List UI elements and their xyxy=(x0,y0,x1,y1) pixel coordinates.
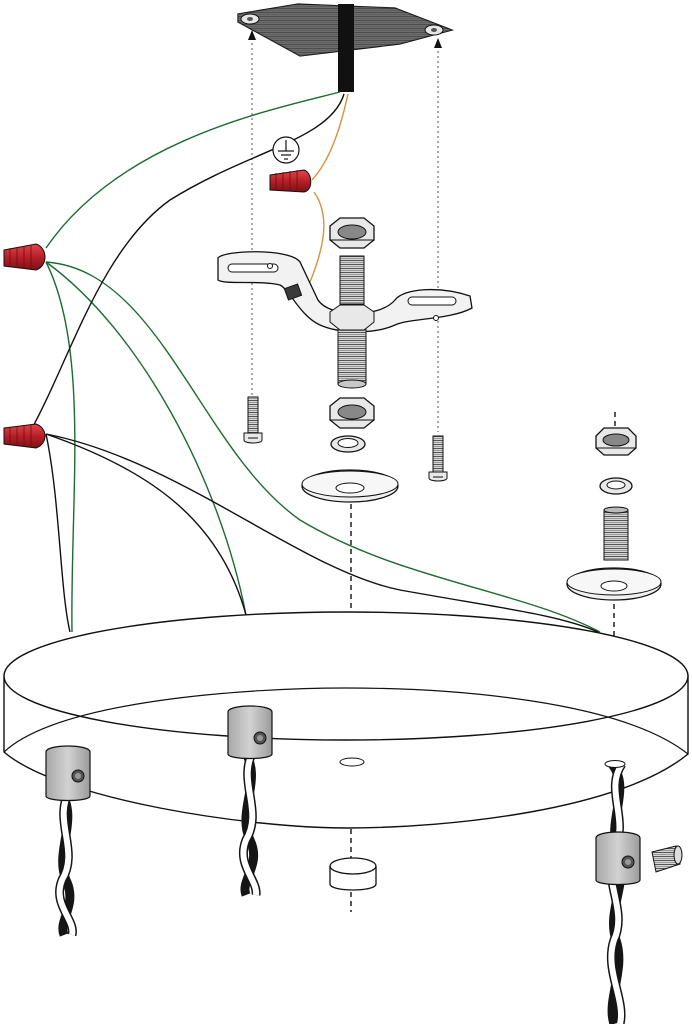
washer-icon xyxy=(599,477,633,495)
mounting-screw-guides xyxy=(248,30,442,432)
pendant-cord xyxy=(604,760,626,1024)
hex-nut-icon xyxy=(329,217,375,249)
canopy xyxy=(3,611,689,829)
pendant-cord xyxy=(238,747,261,897)
threaded-rod-icon xyxy=(329,255,375,389)
wire-nut-icon xyxy=(269,169,312,193)
ground-symbol-icon xyxy=(272,136,300,164)
screw-icon xyxy=(243,396,263,444)
cord-grip-icon xyxy=(595,831,641,886)
set-screw-icon xyxy=(651,845,683,873)
junction-box-plate xyxy=(237,3,455,92)
hex-nut-icon xyxy=(595,427,637,456)
cord-grip-icon xyxy=(45,745,91,802)
wire-nut-icon xyxy=(3,243,46,271)
washer-icon xyxy=(330,435,366,453)
crossbar-bracket xyxy=(217,251,473,333)
screw-icon xyxy=(428,435,448,482)
wire-nut-icon xyxy=(3,423,46,449)
hex-nut-icon xyxy=(329,397,375,429)
cord-grip-icon xyxy=(227,705,273,760)
threaded-rod-icon xyxy=(603,506,629,561)
washer-icon xyxy=(566,567,662,601)
center-cap xyxy=(329,857,377,891)
pendant-cord xyxy=(55,787,77,937)
washer-icon xyxy=(301,469,399,503)
wiring xyxy=(29,91,601,633)
